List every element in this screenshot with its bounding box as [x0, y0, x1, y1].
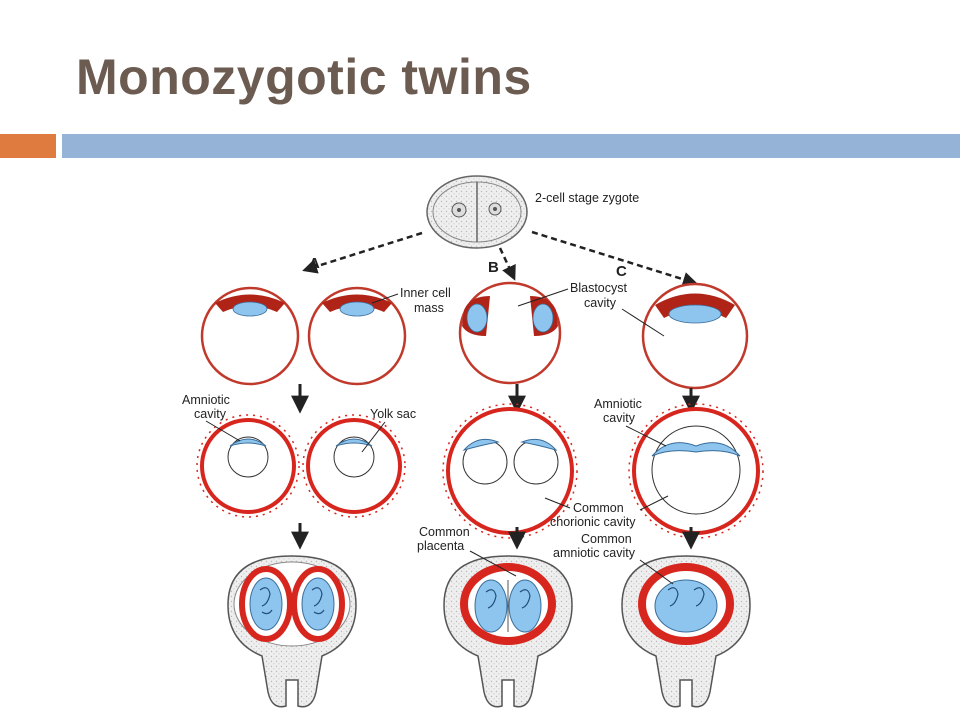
- path-a-arrow: [302, 231, 423, 274]
- amniotic-cavity-a-label-2: cavity: [194, 407, 227, 421]
- zygote-label: 2-cell stage zygote: [535, 191, 639, 205]
- title-accent-bar: [0, 134, 56, 158]
- blastocyst-cavity-leader-c: [621, 308, 665, 337]
- inner-cell-mass-leader: [371, 293, 399, 304]
- common-chorionic-cavity-label-2: chorionic cavity: [550, 515, 636, 529]
- amniotic-cavity-c-label-1: Amniotic: [594, 397, 642, 411]
- slide-title: Monozygotic twins: [76, 49, 532, 105]
- common-amniotic-cavity-leader: [639, 559, 674, 585]
- common-placenta-label-2: placenta: [417, 539, 464, 553]
- blastocyst-cavity-label-1: Blastocyst: [570, 281, 627, 295]
- title-underline-bar: [62, 134, 960, 158]
- common-amniotic-cavity-label-2: amniotic cavity: [553, 546, 636, 560]
- common-placenta-label-1: Common: [419, 525, 470, 539]
- embryo-b: [442, 403, 578, 539]
- amniotic-cavity-c-leader: [625, 425, 667, 447]
- blastocyst-cavity-label-2: cavity: [584, 296, 617, 310]
- common-placenta-leader: [469, 550, 517, 577]
- uterus-b: [443, 555, 573, 708]
- blastocyst-b: [458, 281, 562, 385]
- path-c-label: C: [616, 263, 627, 280]
- uterus-a: [227, 555, 357, 708]
- yolk-sac-leader: [361, 421, 386, 453]
- path-a-label: A: [309, 255, 320, 272]
- path-b-arrow: [498, 247, 516, 281]
- embryo-a-left: [196, 414, 300, 518]
- blastocyst-a-left: [200, 286, 300, 386]
- common-amniotic-cavity-label-1: Common: [581, 532, 632, 546]
- embryo-a-right: [302, 414, 406, 518]
- amniotic-cavity-a-leader: [205, 420, 241, 442]
- inner-cell-mass-label-1: Inner cell: [400, 286, 451, 300]
- path-c-arrow: [531, 230, 698, 287]
- common-chorionic-cavity-label-1: Common: [573, 501, 624, 515]
- uterus-c: [621, 555, 751, 708]
- blastocyst-cavity-leader-b: [517, 288, 569, 307]
- embryo-c: [628, 403, 764, 539]
- blastocyst-a-right: [307, 286, 407, 386]
- common-chorionic-cavity-leader-b: [544, 497, 571, 509]
- common-chorionic-cavity-leader-c: [639, 495, 669, 511]
- amniotic-cavity-c-label-2: cavity: [603, 411, 636, 425]
- yolk-sac-label: Yolk sac: [370, 407, 416, 421]
- path-b-label: B: [488, 259, 499, 276]
- amniotic-cavity-a-label-1: Amniotic: [182, 393, 230, 407]
- blastocyst-c: [641, 282, 749, 390]
- inner-cell-mass-label-2: mass: [414, 301, 444, 315]
- two-cell-zygote: [426, 175, 528, 249]
